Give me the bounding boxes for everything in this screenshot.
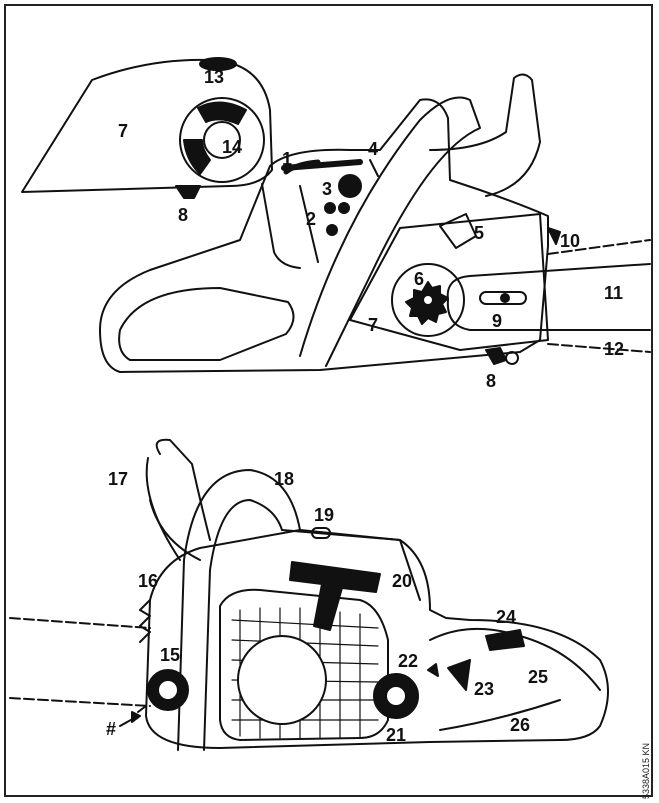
callout-11: 11 [604, 283, 624, 303]
callout-7-cover: 7 [118, 121, 129, 141]
callout-16: 16 [138, 571, 159, 591]
callout-8-cover: 8 [178, 205, 189, 225]
callout-8-saw: 8 [486, 371, 497, 391]
callout-23: 23 [474, 679, 495, 699]
callout-9: 9 [492, 311, 503, 331]
callout-15: 15 [160, 645, 181, 665]
callout-25: 25 [528, 667, 549, 687]
saw-body-bottom [9, 438, 609, 751]
callout-7-saw: 7 [368, 315, 379, 335]
callout-24: 24 [496, 607, 517, 627]
callout-hash: # [106, 719, 117, 739]
callout-20: 20 [392, 571, 413, 591]
callout-2: 2 [306, 209, 317, 229]
callout-10: 10 [560, 231, 581, 251]
callout-12: 12 [604, 339, 625, 359]
callout-18: 18 [274, 469, 295, 489]
clutch-cover-detached [21, 57, 273, 199]
callout-21: 21 [386, 725, 407, 745]
callout-1: 1 [282, 149, 293, 169]
callout-5: 5 [474, 223, 485, 243]
callout-4: 4 [368, 139, 379, 159]
callout-26: 26 [510, 715, 531, 735]
callout-17: 17 [108, 469, 129, 489]
callout-13: 13 [204, 67, 225, 87]
image-code: 5338A015 KN [641, 743, 651, 800]
callout-19: 19 [314, 505, 335, 525]
callout-22: 22 [398, 651, 419, 671]
callout-3: 3 [322, 179, 333, 199]
saw-body-top [99, 73, 561, 373]
figure-frame [4, 4, 653, 797]
callout-6: 6 [414, 269, 425, 289]
guide-bar-top [446, 239, 651, 353]
callout-14: 14 [222, 137, 243, 157]
